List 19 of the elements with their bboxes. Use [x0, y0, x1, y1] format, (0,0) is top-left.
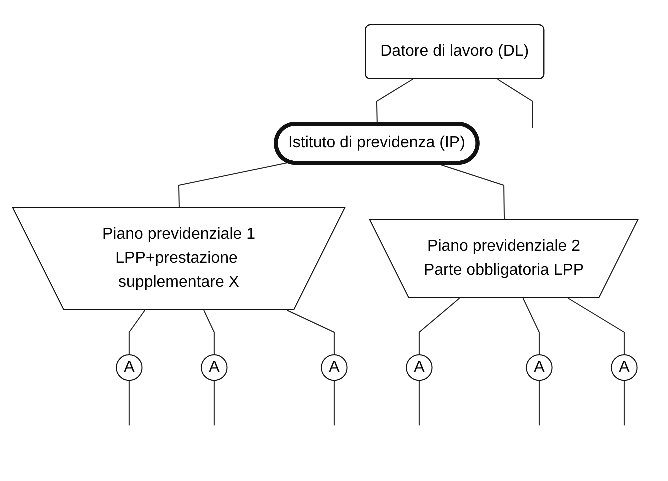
- connector: [539, 380, 540, 426]
- connector: [624, 380, 626, 426]
- node-circle: A: [526, 354, 554, 382]
- node-circle: A: [116, 354, 144, 382]
- connector: [419, 380, 420, 426]
- connector: [498, 79, 534, 130]
- node-circle: A: [201, 354, 228, 382]
- connector: [419, 298, 460, 356]
- connector: [129, 380, 130, 426]
- connector: [523, 298, 540, 356]
- connector: [129, 310, 146, 356]
- connector: [568, 298, 626, 356]
- node-circle: A: [406, 354, 434, 382]
- node-circle: A: [611, 354, 638, 382]
- connector: [287, 310, 336, 356]
- node-circle: A: [321, 354, 348, 382]
- connector: [334, 380, 336, 426]
- connector: [204, 310, 216, 356]
- connector: [214, 380, 216, 426]
